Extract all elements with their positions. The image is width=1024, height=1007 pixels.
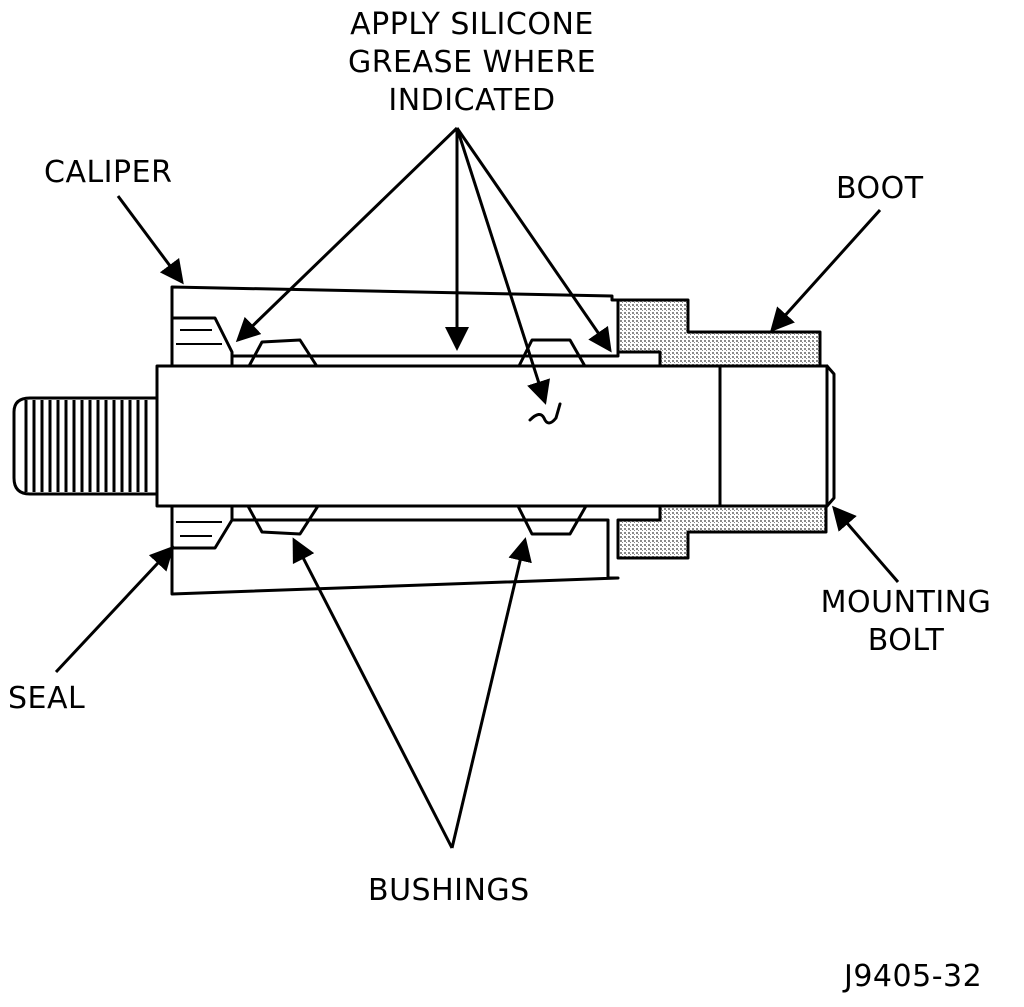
mounting-bolt-label: MOUNTING BOLT [808,584,1004,660]
figure-id: J9405-32 [844,959,983,994]
seal-label: SEAL [8,681,86,716]
grease-squiggle [528,402,562,425]
bushings-label: BUSHINGS [368,873,530,908]
caliper-body [170,285,620,596]
boot [616,298,828,560]
boot-label: BOOT [836,171,924,206]
grease-label-line-3: INDICATED [388,83,556,118]
leader-lines [54,126,900,849]
grease-label: APPLY SILICONE GREASE WHERE INDICATED [322,6,622,120]
mounting-bolt-label-line-1: MOUNTING [820,585,992,620]
caliper-label: CALIPER [44,155,173,190]
grease-label-line-2: GREASE WHERE [347,45,597,80]
bolt-threads [12,396,159,496]
mounting-bolt-label-line-2: BOLT [867,623,945,658]
mounting-bolt-shank [155,364,836,508]
grease-label-line-1: APPLY SILICONE [350,7,594,42]
